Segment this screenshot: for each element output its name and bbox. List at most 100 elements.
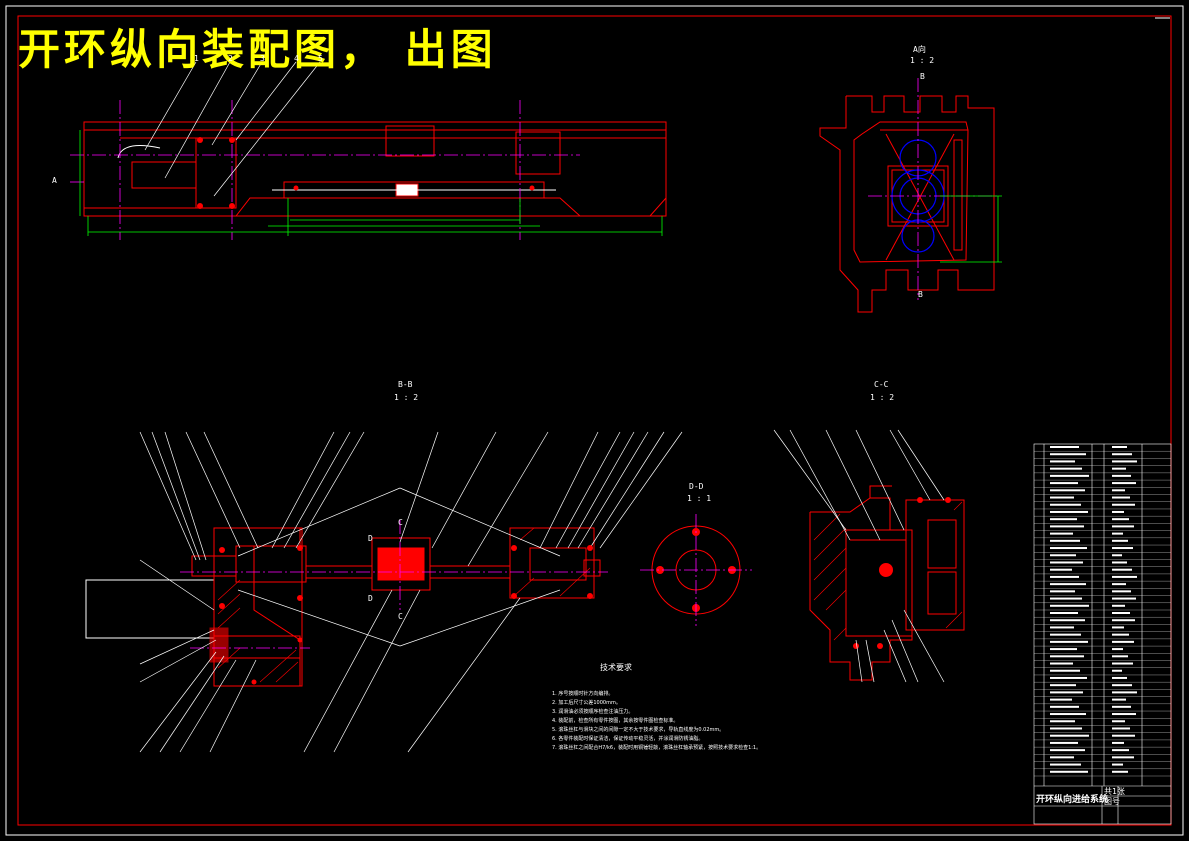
parts-list-cell (1112, 749, 1129, 752)
parts-list-cell (1050, 734, 1089, 737)
parts-list-cell (1050, 503, 1081, 506)
parts-list-cell (1050, 669, 1080, 672)
parts-list-cell (1112, 691, 1137, 694)
section-mark-c-bottom: C (398, 612, 403, 621)
parts-list-cell (1050, 561, 1083, 564)
parts-list-cell (1050, 619, 1085, 622)
view-bb-centerlines (180, 520, 608, 649)
parts-list-cell (1050, 640, 1088, 643)
parts-list-cell (1050, 698, 1072, 701)
parts-list-cell (1112, 503, 1135, 506)
view-a-scale: 1 : 2 (910, 56, 935, 65)
top-view-leaders (144, 61, 321, 197)
view-bb-leaders (139, 431, 683, 753)
parts-list-cell (1112, 597, 1136, 600)
parts-list-cell (1112, 734, 1135, 737)
parts-list-cell (1050, 467, 1082, 470)
parts-list-cell (1112, 655, 1128, 658)
parts-list-cell (1112, 662, 1133, 665)
parts-list-cell (1112, 525, 1134, 528)
parts-list-cell (1050, 749, 1085, 752)
drawing-title: 开环纵向装配图， 出图 (18, 25, 497, 74)
parts-list-cell (1050, 648, 1077, 651)
parts-list-cell (1050, 604, 1089, 607)
parts-list-cell (1112, 770, 1128, 773)
parts-list-cell (1112, 539, 1128, 542)
parts-list-cell (1112, 604, 1125, 607)
parts-list-cell (1112, 727, 1130, 730)
parts-list-entries (1050, 446, 1137, 773)
parts-list-cell (1112, 619, 1135, 622)
parts-list-cell (1112, 510, 1124, 513)
parts-list-cell (1050, 741, 1078, 744)
parts-list-cell (1050, 554, 1076, 557)
parts-list-cell (1112, 713, 1136, 716)
top-view-fasteners (197, 137, 535, 209)
tech-requirement-line: 1. 序号按顺时针方向编排。 (552, 691, 614, 697)
parts-list-cell (1112, 705, 1131, 708)
parts-list-cell (1050, 539, 1080, 542)
view-dd-bolt-holes (656, 528, 736, 612)
parts-list-cell (1112, 756, 1134, 759)
view-cc-scale: 1 : 2 (870, 393, 895, 402)
parts-list-cell (1050, 691, 1083, 694)
top-view-assembly (83, 121, 667, 217)
top-view-centerlines (70, 100, 580, 240)
parts-list-cell (1050, 676, 1087, 679)
section-mark-b-top: B (920, 72, 925, 81)
view-a-drawing (819, 95, 995, 313)
view-bb-hatching (217, 527, 591, 683)
tech-requirements-title: 技术要求 (600, 663, 632, 672)
view-dd-scale: 1 : 1 (687, 494, 712, 503)
view-bb-scale: 1 : 2 (394, 393, 419, 402)
view-bb-drawing (85, 527, 601, 687)
view-bb-name: B-B (398, 380, 413, 389)
view-cc-hatching (813, 501, 963, 641)
parts-list-cell (1112, 467, 1126, 470)
parts-list-cell (1112, 612, 1130, 614)
section-mark-b-bottom: B (918, 290, 923, 299)
parts-list-cell (1112, 482, 1136, 485)
parts-list-cell (1050, 590, 1075, 593)
parts-list-cell (1112, 568, 1132, 571)
parts-list-cell (1050, 763, 1081, 766)
parts-list-cell (1112, 648, 1123, 651)
parts-list-cell (1050, 770, 1088, 773)
parts-list-cell (1112, 640, 1134, 643)
parts-list-cell (1112, 561, 1127, 564)
balloon-label: 3 (260, 54, 265, 63)
parts-list-cell (1050, 482, 1078, 485)
parts-list-cell (1050, 705, 1079, 708)
parts-list-cell (1112, 554, 1122, 557)
section-mark-d-bottom: D (368, 594, 373, 603)
parts-list-cell (1050, 612, 1078, 614)
parts-list-cell (1112, 626, 1124, 629)
balloon-label: 2 (228, 54, 233, 63)
view-cc-drawing (809, 485, 965, 681)
parts-list-cell (1050, 460, 1075, 463)
tech-requirement-line: 4. 装配前，检查所有零件按图，其余按零件图检查标准。 (552, 718, 679, 724)
parts-list-cell (1112, 496, 1130, 499)
parts-list-cell (1112, 547, 1133, 550)
parts-list-cell (1050, 756, 1074, 759)
tech-requirement-line: 5. 滚珠丝杠与滑块之间的间隙一定不大于技术要求，导轨直线度为0.02mm。 (552, 727, 725, 733)
tech-requirement-line: 2. 加工后尺寸公差1000mm。 (552, 700, 621, 706)
title-block-drawing-name: 开环纵向进给系统 (1036, 795, 1109, 805)
section-mark-d-top: D (368, 534, 373, 543)
parts-list-cell (1112, 453, 1132, 456)
top-view-dimensions (79, 130, 663, 236)
parts-list-cell (1112, 720, 1125, 723)
parts-list-cell (1112, 575, 1137, 578)
parts-list-cell (1112, 446, 1127, 448)
parts-list-cell (1050, 655, 1084, 658)
tech-requirement-line: 3. 润滑油必须按顺序检查注油压力。 (552, 709, 634, 715)
parts-list-cell (1112, 474, 1131, 477)
title-block-sheet: 共1张 (1104, 787, 1125, 796)
parts-list-cell (1112, 741, 1124, 744)
parts-list-cell (1050, 713, 1086, 716)
parts-list-cell (1050, 446, 1079, 448)
view-a-dimensions (940, 195, 1002, 263)
parts-list-cell (1050, 525, 1084, 528)
parts-list-table (1033, 443, 1172, 825)
